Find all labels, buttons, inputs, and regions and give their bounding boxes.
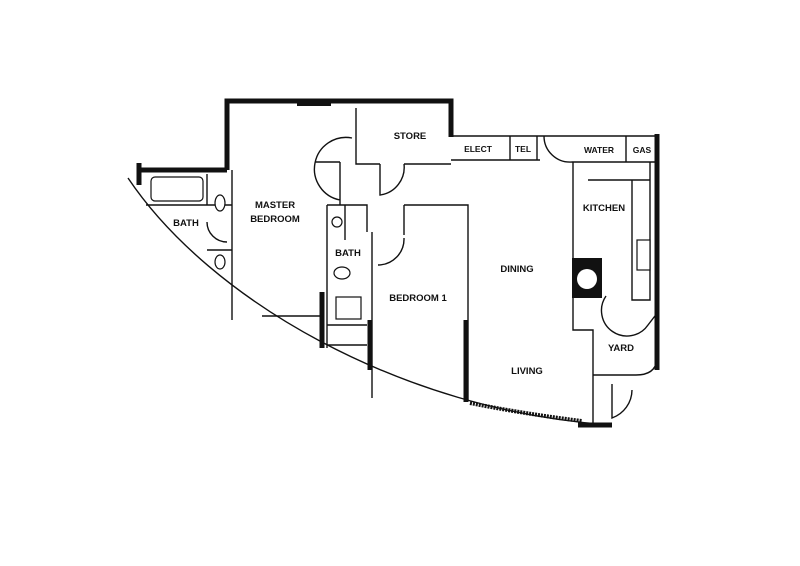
- room-label-store: STORE: [394, 131, 427, 142]
- room-label-master-bedroom-2: BEDROOM: [250, 214, 300, 225]
- room-label-tel: TEL: [515, 144, 531, 154]
- master-bath-top-wall: [136, 163, 227, 185]
- bedroom1-door-swing: [377, 237, 405, 266]
- basin-icon: [214, 254, 226, 270]
- washing-machine-drum-icon: [577, 269, 597, 289]
- bathtub: [150, 176, 204, 202]
- room-label-kitchen: KITCHEN: [583, 203, 625, 214]
- room-label-elect: ELECT: [464, 144, 493, 154]
- room-label-yard: YARD: [608, 343, 634, 354]
- room-label-bedroom1: BEDROOM 1: [389, 293, 447, 304]
- store-walls: [355, 108, 451, 165]
- bath-door-swing: [206, 221, 228, 243]
- room-label-living: LIVING: [511, 366, 543, 377]
- basin-icon: [331, 216, 343, 228]
- toilet-icon: [333, 266, 351, 280]
- exterior-wall-top: [224, 98, 454, 170]
- water-gas-cupboards: [572, 135, 658, 163]
- kitchen-walls: [572, 162, 651, 375]
- room-label-gas: GAS: [633, 145, 652, 155]
- toilet-icon: [214, 194, 226, 212]
- yard-curve-wall: [593, 359, 658, 376]
- entry-door-swing: [540, 135, 573, 163]
- service-cupboards: [451, 135, 540, 161]
- wall-column: [297, 100, 331, 106]
- common-bath-walls: [326, 204, 368, 348]
- room-label-bath: BATH: [335, 248, 361, 259]
- room-label-master-bedroom: MASTER: [255, 200, 295, 211]
- room-label-water: WATER: [584, 145, 614, 155]
- master-door-swing: [313, 136, 353, 205]
- shower-tray: [335, 296, 362, 320]
- kitchen-door-swing: [600, 295, 659, 337]
- room-label-master-bath: BATH: [173, 218, 199, 229]
- bath-partition: [206, 170, 233, 320]
- room-label-dining: DINING: [500, 264, 533, 275]
- sink-icon: [636, 239, 651, 271]
- store-door-swing: [379, 163, 405, 196]
- service-door: [592, 375, 633, 425]
- curved-facade-wall: [127, 177, 611, 426]
